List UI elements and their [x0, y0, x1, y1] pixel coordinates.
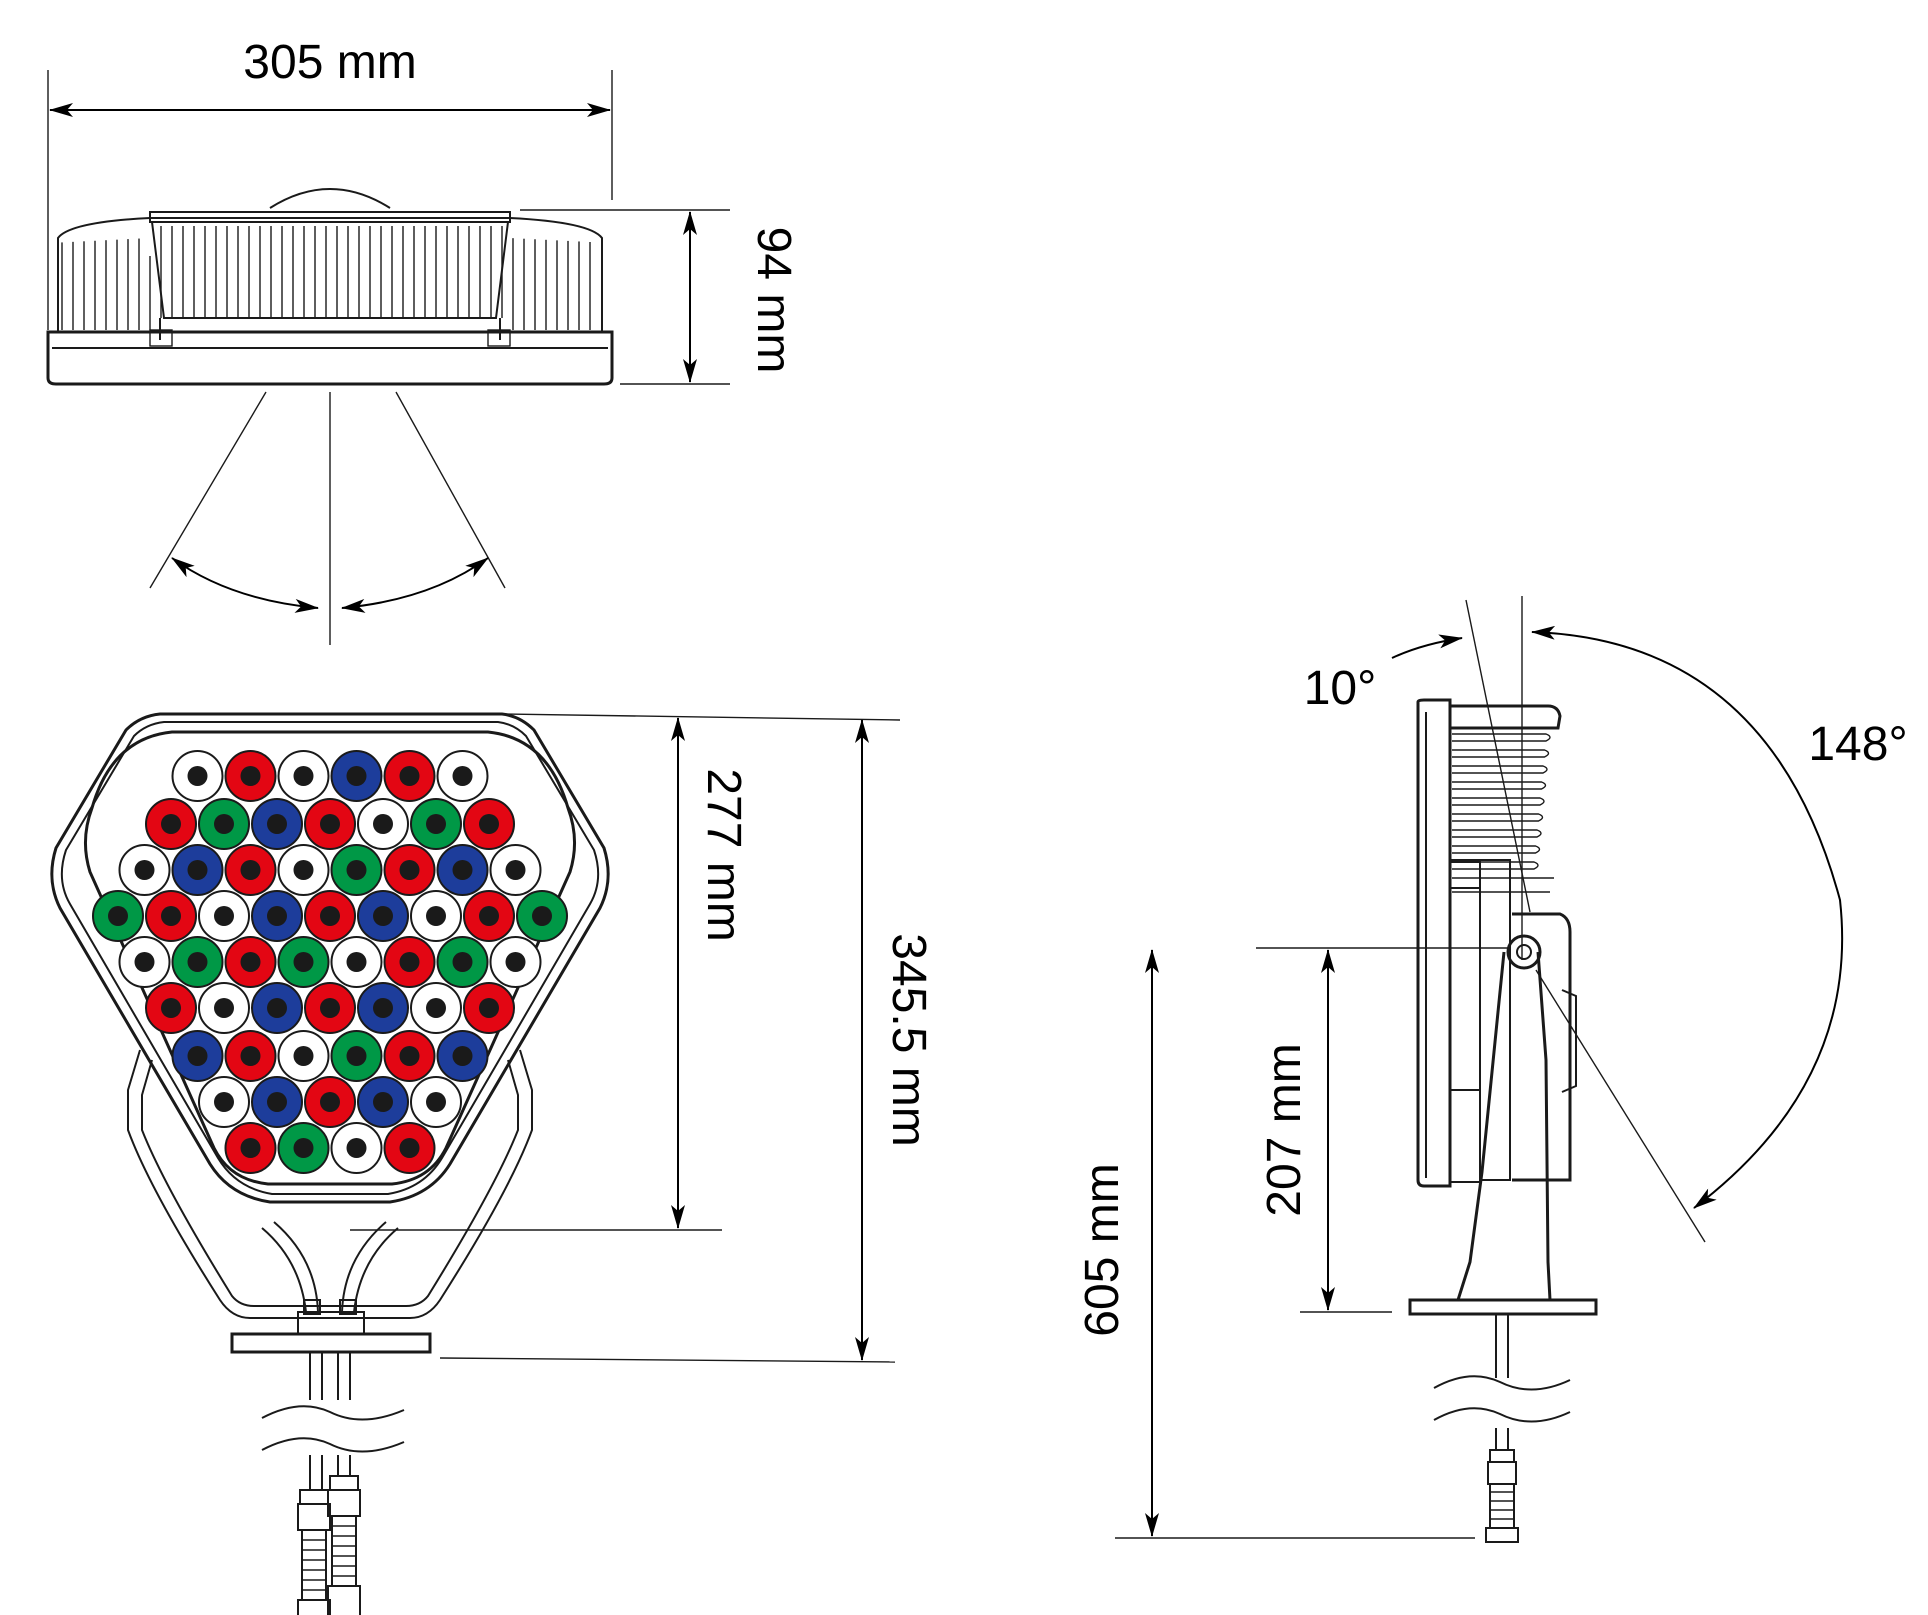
front-view: 277 mm 345.5 mm — [50, 712, 935, 1615]
led-lens — [145, 890, 197, 942]
led-lens — [145, 798, 197, 850]
led-lens — [330, 750, 383, 802]
led-lens — [224, 1122, 277, 1174]
cable-connector — [1485, 1449, 1519, 1543]
led-lens — [277, 936, 330, 988]
led-lens — [436, 844, 489, 896]
led-lens — [330, 936, 383, 988]
led-lens — [171, 936, 224, 988]
led-lens — [383, 936, 436, 988]
led-lens — [330, 1030, 383, 1082]
led-lens — [330, 1122, 383, 1174]
led-lens — [357, 890, 409, 942]
led-lens — [251, 1076, 303, 1128]
led-lens — [463, 982, 515, 1034]
led-lens — [410, 982, 462, 1034]
led-lens — [357, 798, 409, 850]
led-lens — [304, 1076, 356, 1128]
led-lens — [118, 844, 171, 896]
rotation-angle-label: 148° — [1808, 718, 1907, 771]
led-lens — [410, 890, 462, 942]
pivot-knob — [1506, 934, 1542, 970]
led-lens — [489, 844, 542, 896]
led-lens — [357, 982, 409, 1034]
led-panel — [83, 730, 577, 1186]
led-lens — [410, 1076, 462, 1128]
led-lens — [251, 890, 303, 942]
cable-connector — [327, 1475, 361, 1615]
led-lens — [224, 936, 277, 988]
led-lens — [277, 1122, 330, 1174]
led-lens — [198, 890, 250, 942]
led-lens — [224, 750, 277, 802]
beam-angle-indicator — [149, 391, 506, 645]
led-lens — [251, 798, 303, 850]
led-array — [92, 750, 568, 1174]
fixture-housing — [50, 712, 610, 1204]
led-lens — [198, 1076, 250, 1128]
led-lens — [330, 844, 383, 896]
led-lens — [118, 936, 171, 988]
led-lens — [277, 1030, 330, 1082]
led-lens — [251, 982, 303, 1034]
cable-connector — [297, 1489, 331, 1615]
led-lens — [92, 890, 144, 942]
total-height-label: 345.5 mm — [882, 933, 935, 1146]
width-label: 305 mm — [243, 36, 416, 89]
inner-height-label: 277 mm — [697, 768, 750, 941]
height-label: 94 mm — [747, 227, 800, 374]
led-lens — [171, 750, 224, 802]
led-lens — [463, 890, 515, 942]
led-lens — [383, 1030, 436, 1082]
led-lens — [277, 844, 330, 896]
led-lens — [277, 750, 330, 802]
led-lens — [171, 1030, 224, 1082]
led-lens — [383, 750, 436, 802]
led-lens — [436, 936, 489, 988]
overall-height-label: 605 mm — [1076, 1163, 1129, 1336]
led-lens — [489, 936, 542, 988]
side-view: 10° 148° — [1076, 596, 1908, 1543]
led-lens — [198, 798, 250, 850]
led-lens — [410, 798, 462, 850]
led-lens — [224, 1030, 277, 1082]
top-view: 305 mm 94 mm — [46, 36, 800, 645]
led-lens — [145, 982, 197, 1034]
led-lens — [463, 798, 515, 850]
led-lens — [383, 1122, 436, 1174]
led-lens — [383, 844, 436, 896]
led-lens — [304, 890, 356, 942]
led-lens — [198, 982, 250, 1034]
led-lens — [436, 750, 489, 802]
tilt-angle-label: 10° — [1304, 662, 1377, 715]
led-lens — [436, 1030, 489, 1082]
led-lens — [357, 1076, 409, 1128]
pivot-height-label: 207 mm — [1258, 1043, 1311, 1216]
led-lens — [516, 890, 568, 942]
top-view-housing — [46, 188, 614, 386]
led-lens — [171, 844, 224, 896]
led-lens — [304, 798, 356, 850]
mounting-yoke — [127, 1049, 533, 1615]
led-lens — [304, 982, 356, 1034]
led-lens — [224, 844, 277, 896]
side-housing — [1416, 698, 1577, 1188]
